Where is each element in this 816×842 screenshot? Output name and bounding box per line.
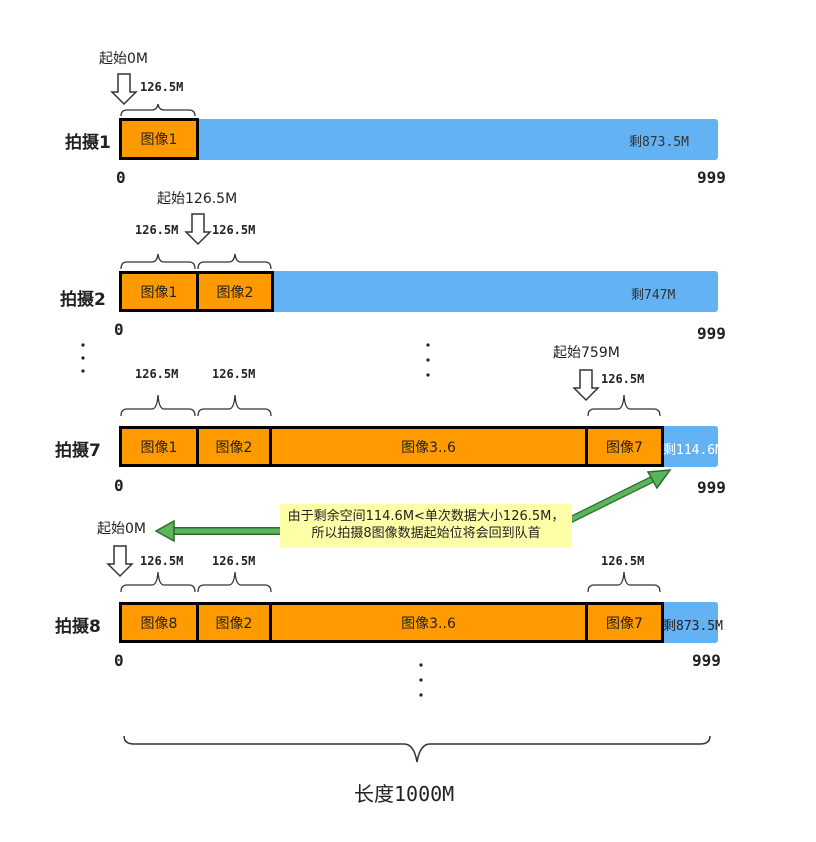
image-block: 图像2 <box>196 271 274 312</box>
image-block: 图像1 <box>119 426 199 467</box>
size-label: 126.5M <box>212 367 256 381</box>
start-label: 起始759M <box>553 345 620 361</box>
size-label: 126.5M <box>212 554 256 568</box>
remaining-label: 剩873.5M <box>629 135 689 150</box>
size-brace <box>197 253 272 270</box>
row-title: 拍摄7 <box>55 441 101 461</box>
size-label: 126.5M <box>601 554 645 568</box>
image-block: 图像8 <box>119 602 199 643</box>
image-block: 图像1 <box>119 271 199 312</box>
size-brace <box>120 253 196 270</box>
start-label: 起始126.5M <box>157 191 238 207</box>
size-label: 126.5M <box>140 554 184 568</box>
axis-start: 0 <box>114 651 124 670</box>
axis-start: 0 <box>114 476 124 495</box>
green-arrow-right <box>564 469 672 526</box>
image-block: 图像3..6 <box>269 602 588 643</box>
size-brace <box>587 571 661 593</box>
image-block: 图像7 <box>585 602 664 643</box>
axis-end: 999 <box>697 168 726 187</box>
size-label: 126.5M <box>212 223 256 237</box>
image-block: 图像2 <box>196 602 272 643</box>
row-title: 拍摄2 <box>60 290 106 310</box>
start-label: 起始0M <box>99 51 148 67</box>
remaining-label: 剩114.6M <box>663 443 723 458</box>
size-brace <box>120 571 196 593</box>
down-arrow-icon <box>572 369 600 402</box>
axis-start: 0 <box>114 320 124 339</box>
total-length-label: 长度1000M <box>354 782 455 806</box>
size-label: 126.5M <box>135 223 179 237</box>
down-arrow-icon <box>184 213 212 246</box>
axis-end: 999 <box>697 478 726 497</box>
start-label: 起始0M <box>97 521 146 537</box>
note-line-2: 所以拍摄8图像数据起始位将会回到队首 <box>311 526 541 541</box>
size-label: 126.5M <box>140 80 184 94</box>
free-space-bar <box>120 119 718 160</box>
image-block: 图像3..6 <box>269 426 588 467</box>
size-label: 126.5M <box>601 372 645 386</box>
size-brace <box>197 394 272 417</box>
down-arrow-icon <box>106 545 134 578</box>
remaining-label: 剩873.5M <box>663 619 723 634</box>
note-line-1: 由于剩余空间114.6M<单次数据大小126.5M， <box>287 509 565 524</box>
ellipsis-dots <box>81 343 430 377</box>
row-title: 拍摄1 <box>65 133 111 153</box>
size-brace <box>587 394 661 417</box>
size-label: 126.5M <box>135 367 179 381</box>
axis-end: 999 <box>697 324 726 343</box>
image-block: 图像1 <box>119 118 199 160</box>
axis-end: 999 <box>692 651 721 670</box>
size-brace <box>120 394 196 417</box>
total-length-brace <box>123 735 711 763</box>
size-brace <box>120 103 196 117</box>
down-arrow-icon <box>110 73 138 106</box>
axis-start: 0 <box>116 168 126 187</box>
explanation-note: 由于剩余空间114.6M<单次数据大小126.5M， 所以拍摄8图像数据起始位将… <box>280 504 572 548</box>
size-brace <box>197 571 272 593</box>
ellipsis-dots <box>419 663 423 697</box>
remaining-label: 剩747M <box>631 288 676 303</box>
row-title: 拍摄8 <box>55 617 101 637</box>
image-block: 图像2 <box>196 426 272 467</box>
green-arrow-left <box>154 519 283 543</box>
image-block: 图像7 <box>585 426 664 467</box>
